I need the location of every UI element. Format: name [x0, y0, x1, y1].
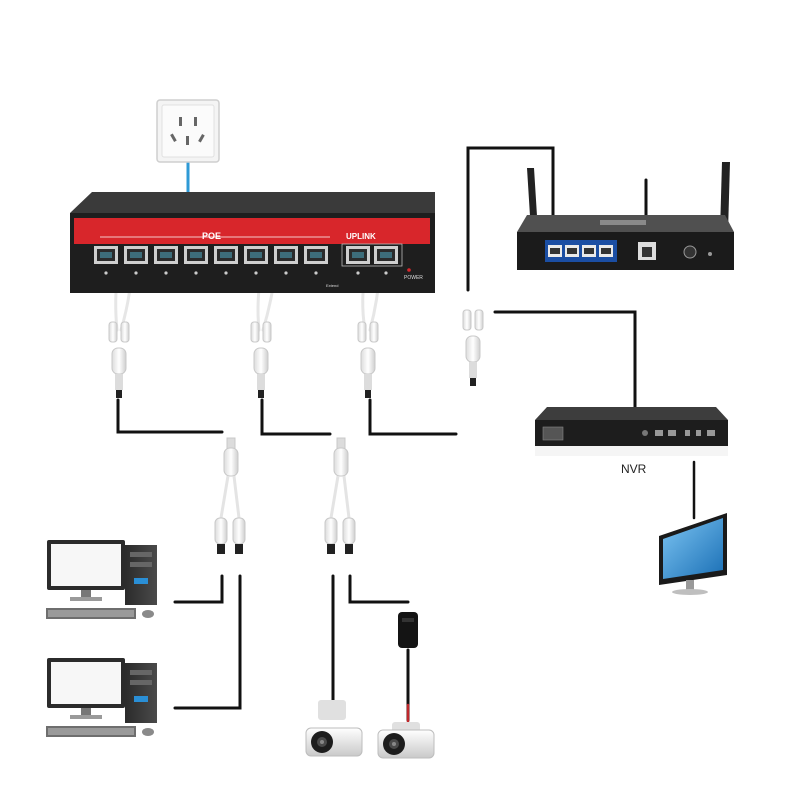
computer-icon-2 — [46, 658, 157, 737]
nvr-label: NVR — [621, 462, 647, 476]
poe-port — [124, 246, 148, 275]
splitter-icon — [357, 321, 379, 398]
extend-label: Extend — [326, 283, 338, 288]
poe-switch-icon: POE UPLINK POWER Extend — [70, 192, 435, 293]
router-lan-port — [599, 245, 613, 257]
power-adapter-icon — [398, 612, 418, 648]
router-lan-port — [565, 245, 579, 257]
router-lan-port — [548, 245, 562, 257]
nvr-icon: NVR — [535, 407, 728, 476]
cable-trunk-3 — [368, 398, 458, 436]
ip-camera-icon-2 — [377, 722, 435, 759]
power-led — [407, 268, 411, 272]
uplink-port — [374, 246, 398, 275]
computer-icon-1 — [46, 540, 157, 619]
cable-nvr — [493, 310, 637, 410]
router-icon — [517, 162, 734, 270]
poe-port — [214, 246, 238, 275]
poe-port — [244, 246, 268, 275]
power-label: POWER — [404, 275, 423, 281]
cable-cam-2 — [348, 574, 410, 604]
splitter-icon — [214, 437, 246, 554]
ip-camera-icon-1 — [305, 700, 363, 757]
uplink-label: UPLINK — [346, 232, 376, 241]
poe-label: POE — [202, 231, 221, 241]
poe-port — [304, 246, 328, 275]
poe-port — [274, 246, 298, 275]
poe-port — [94, 246, 118, 275]
cable-trunk-2 — [260, 398, 332, 436]
monitor-icon — [659, 513, 727, 595]
cable-trunk-1 — [116, 398, 224, 434]
poe-port — [154, 246, 178, 275]
splitters — [108, 309, 484, 554]
cable-pc-1 — [173, 574, 224, 604]
wall-socket-icon — [156, 99, 220, 163]
splitter-icon — [462, 309, 484, 386]
cable-router-uplink — [466, 146, 555, 292]
splitter-icon — [108, 321, 130, 398]
splitter-icon — [324, 437, 356, 554]
uplink-port — [346, 246, 370, 275]
splitter-icon — [250, 321, 272, 398]
poe-port — [184, 246, 208, 275]
cable-pc-2 — [173, 574, 242, 710]
router-lan-port — [582, 245, 596, 257]
